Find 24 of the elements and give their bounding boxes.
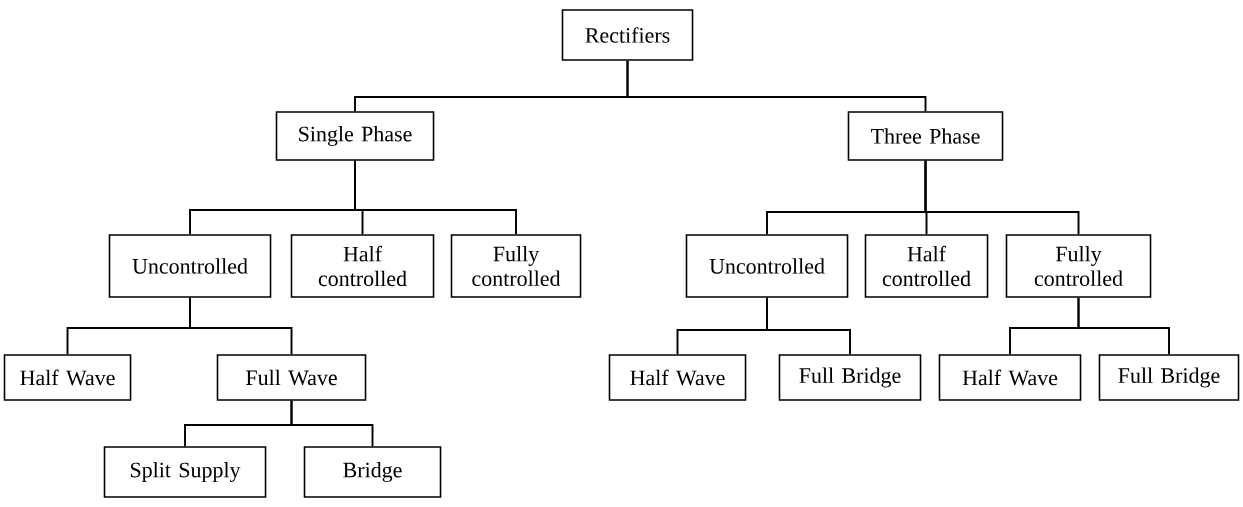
category-box: Full Bridge [778, 354, 922, 401]
category-box: Fully controlled [450, 234, 582, 298]
category-box: Three Phase [847, 111, 1004, 161]
connector-line [626, 59, 927, 113]
connector-line [189, 296, 293, 356]
category-box: Half controlled [864, 234, 989, 298]
category-box: Full Bridge [1098, 354, 1240, 401]
category-box: Uncontrolled [108, 234, 272, 298]
connector-line [766, 296, 851, 356]
category-box: Bridge [303, 446, 442, 498]
connector-line [290, 399, 374, 448]
category-box: Half Wave [938, 354, 1082, 401]
category-box: Uncontrolled [685, 234, 849, 298]
category-box: Single Phase [275, 111, 435, 161]
category-box: Full Wave [216, 354, 367, 401]
category-box: Half controlled [290, 234, 435, 298]
category-box: Half Wave [608, 354, 747, 401]
connector-line [354, 159, 517, 236]
connector-line [924, 159, 1080, 236]
category-box: Split Supply [103, 446, 267, 498]
category-box: Fully controlled [1005, 234, 1152, 298]
category-box: Half Wave [3, 354, 132, 401]
connector-line [1077, 296, 1170, 356]
category-box: Rectifiers [561, 9, 694, 61]
